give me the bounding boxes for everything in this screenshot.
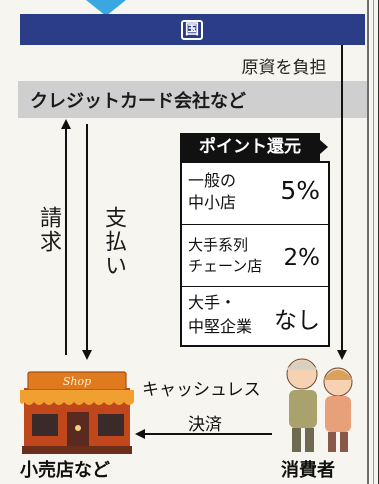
rebate-row-category: 大手・ — [188, 293, 237, 312]
row-divider — [182, 286, 328, 287]
cashless-label: キャッシュレス — [142, 380, 261, 400]
country-label: 国 — [181, 20, 203, 40]
retailer-label: 小売店など — [20, 460, 110, 481]
right-edge-line — [373, 0, 374, 484]
rebate-row-category: 一般の — [188, 171, 237, 190]
right-edge-line — [367, 0, 369, 484]
shop-illustration: Shop — [20, 371, 134, 454]
rebate-row-small-shops: 一般の 中小店 5% — [182, 163, 328, 223]
pointer-triangle — [86, 0, 126, 16]
consumers-illustration — [286, 358, 353, 452]
rebate-row-category: 中堅企業 — [188, 317, 253, 336]
rebate-header-bg — [180, 133, 320, 161]
card-company-band — [18, 81, 368, 118]
rebate-table: 一般の 中小店 5% 大手系列 チェーン店 2% 大手・ 中堅企業 なし — [180, 161, 330, 347]
settlement-label: 決済 — [188, 415, 222, 435]
card-company-label: クレジットカード会社など — [30, 91, 246, 112]
rebate-row-category: チェーン店 — [188, 257, 263, 275]
rebate-row-chains: 大手系列 チェーン店 2% — [182, 225, 328, 285]
rebate-row-rate: なし — [274, 308, 320, 334]
rebate-header: ポイント還元 — [199, 137, 301, 157]
burden-label: 原資を負担 — [241, 58, 327, 78]
row-divider — [182, 224, 328, 225]
rebate-row-large: 大手・ 中堅企業 なし — [182, 287, 328, 345]
rebate-row-category: 中小店 — [188, 193, 237, 212]
billing-label: 請求 — [36, 206, 61, 254]
rebate-row-rate: 5% — [280, 176, 320, 205]
rebate-row-category: 大手系列 — [188, 236, 249, 254]
rebate-row-rate: 2% — [283, 245, 321, 271]
shop-sign-text: Shop — [63, 375, 91, 388]
payment-label: 支払い — [101, 206, 126, 278]
rebate-header-tip — [320, 140, 328, 154]
consumer-label: 消費者 — [281, 460, 335, 481]
